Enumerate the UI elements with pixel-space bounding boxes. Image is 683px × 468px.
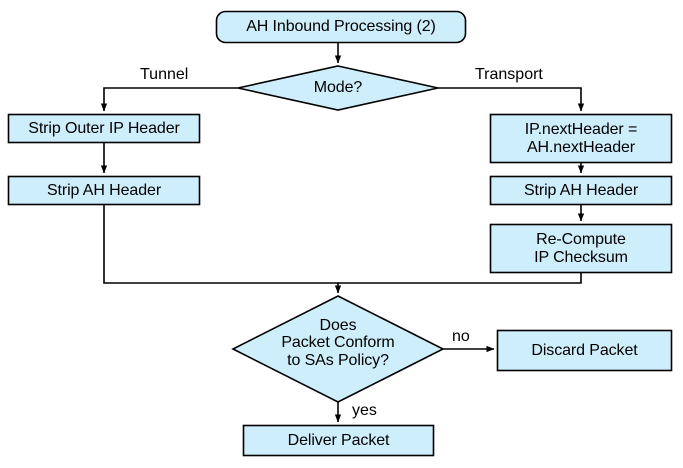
node-strip-ah-header-tunnel-shape[interactable] xyxy=(7,175,201,206)
node-deliver-packet-shape[interactable] xyxy=(242,424,435,457)
edge-mode-to-ip-nextheader xyxy=(438,87,585,112)
node-ip-nextheader-shape[interactable] xyxy=(489,113,673,164)
node-discard-packet-shape[interactable] xyxy=(496,329,673,372)
edge-tunnel-branch-to-conform xyxy=(103,204,342,294)
edge-mode-to-strip-outer-ip-header xyxy=(100,87,238,112)
node-conform-check-shape[interactable] xyxy=(231,295,445,403)
node-start-shape[interactable] xyxy=(215,10,467,44)
node-recompute-ip-checksum-shape[interactable] xyxy=(489,223,673,274)
node-strip-outer-ip-header-shape[interactable] xyxy=(7,113,201,144)
node-strip-ah-header-transport-shape[interactable] xyxy=(489,175,673,206)
edge-transport-branch-to-conform xyxy=(338,272,582,284)
node-mode-shape[interactable] xyxy=(237,65,439,111)
